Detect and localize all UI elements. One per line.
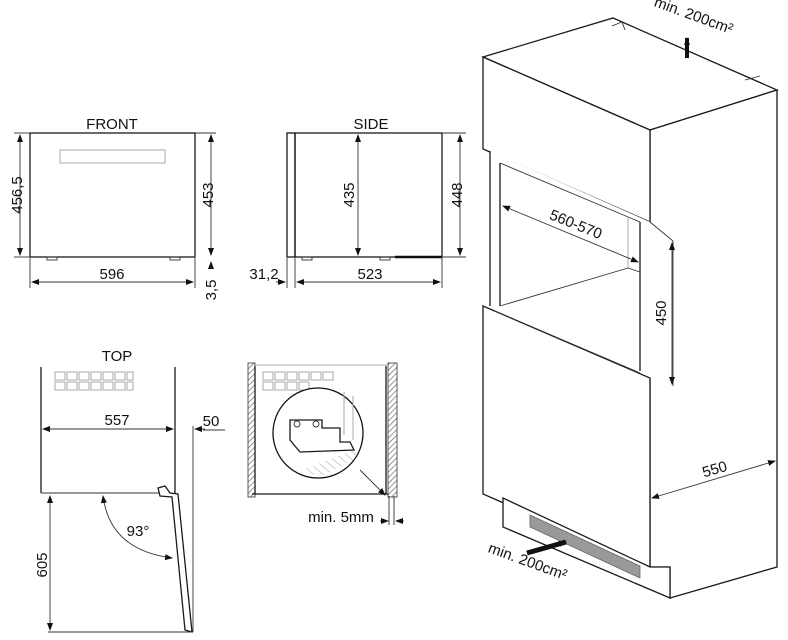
dim-foot-gap-label: 3,5: [203, 280, 220, 301]
display-slot: [59, 149, 166, 164]
side-body: [294, 132, 443, 258]
dim-niche-width: [502, 205, 639, 263]
dim-cabinet-depth: [651, 460, 776, 499]
open-door: [157, 485, 193, 633]
foot: [46, 256, 58, 261]
dim-door-thickness-label: 50: [203, 413, 220, 430]
top-view: TOP 557 50 605 93°: [34, 348, 225, 633]
niche-floor: [499, 267, 629, 307]
vent-grid: [54, 371, 134, 391]
dim-inner-height-label: 435: [341, 182, 358, 207]
dim-top-width-label: 557: [104, 412, 129, 429]
dim-height-label: 448: [449, 182, 466, 207]
door-angle-arc: [100, 495, 173, 561]
door-angle-label: 93°: [127, 523, 150, 540]
airflow-in-arrow-icon: [526, 539, 567, 556]
vent-top-label: min. 200cm²: [652, 0, 735, 38]
dim-height-body-label: 453: [200, 182, 217, 207]
dim-front-offset-label: 31,2: [249, 266, 278, 283]
side-front-panel: [286, 132, 296, 258]
front-title: FRONT: [86, 116, 138, 133]
detail-view: min. 5mm: [247, 362, 404, 526]
dim-niche-height-label: 450: [653, 300, 670, 325]
front-body: [29, 132, 196, 258]
side-title: SIDE: [353, 116, 388, 133]
foot: [169, 256, 181, 261]
dim-door-clearance-label: 605: [34, 552, 51, 577]
front-view: FRONT 456,5 453 596 3,5: [9, 116, 220, 300]
top-title: TOP: [102, 348, 133, 365]
hinge-detail: [289, 419, 356, 453]
bottom-vent: [529, 514, 641, 579]
dim-depth-label: 523: [357, 266, 382, 283]
dim-cabinet-depth-label: 550: [700, 458, 729, 481]
dim-width-label: 596: [99, 266, 124, 283]
installation-view: 560-570 450 550 min. 200cm² min. 200cm²: [481, 0, 779, 599]
detail-gap-label: min. 5mm: [308, 509, 374, 526]
dim-height-total-label: 456,5: [9, 176, 26, 214]
side-view: SIDE 435 448 523 31,2: [249, 116, 466, 288]
